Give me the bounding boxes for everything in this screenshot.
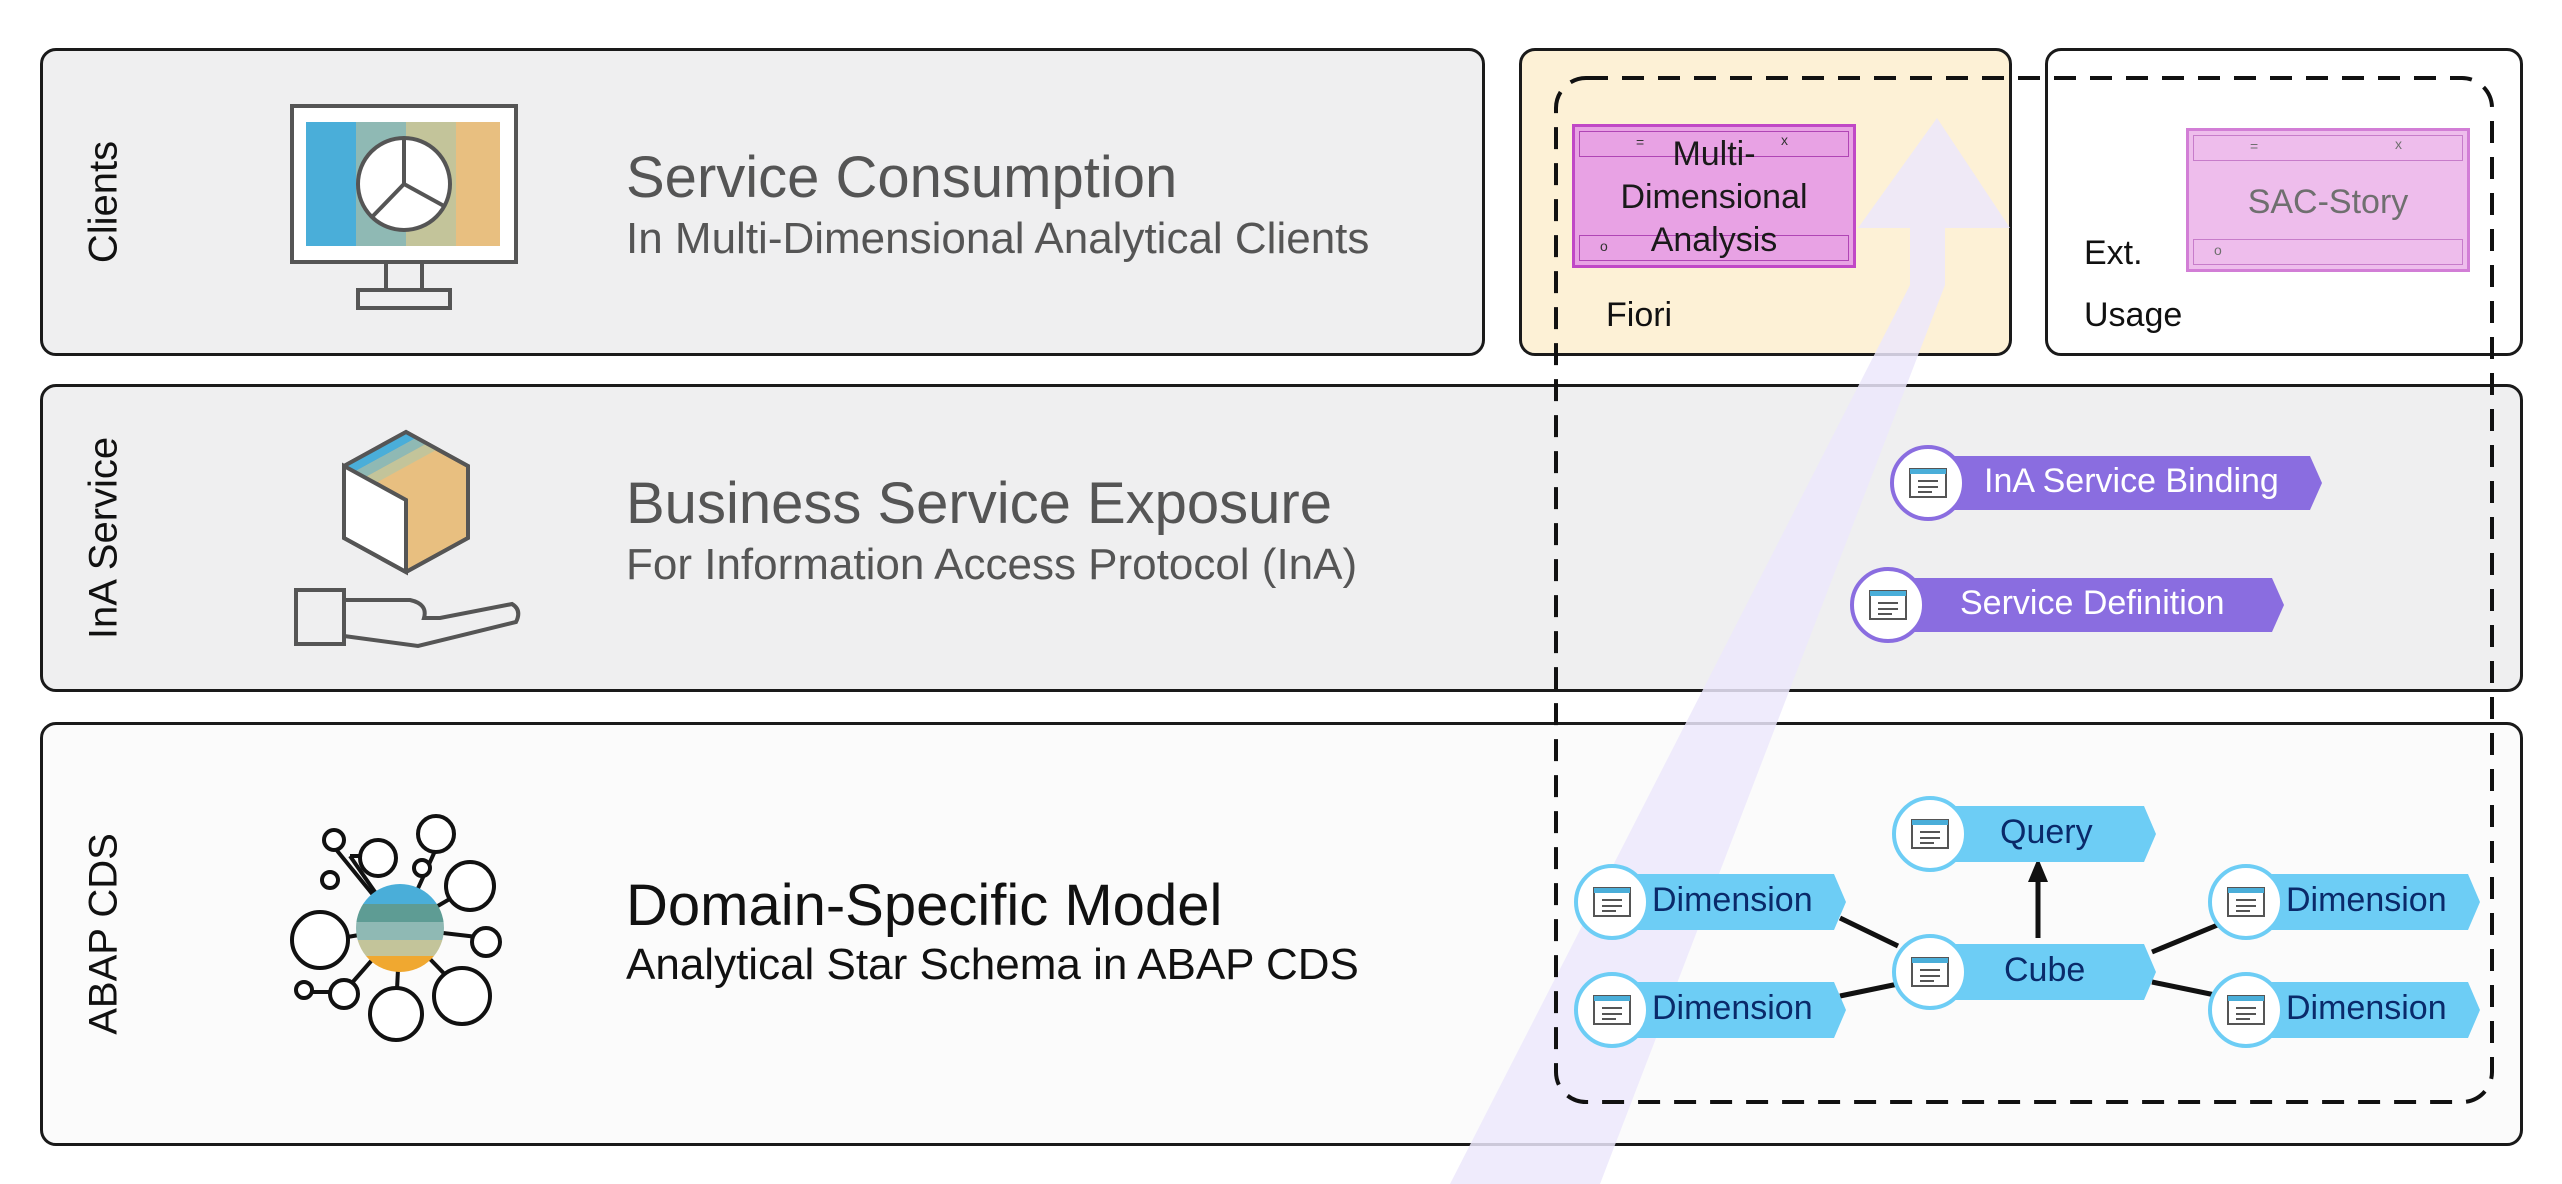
query-tag <box>1892 796 2156 872</box>
fiori-label: Fiori <box>1606 296 1673 334</box>
dimension-tag-left-top <box>1574 864 1846 940</box>
fiori-analysis-window[interactable]: = x o Multi- Dimensional Analysis <box>1572 124 1856 268</box>
window-status-icon: o <box>2214 242 2222 258</box>
window-title-bar: = x <box>2193 135 2463 161</box>
window-footer-bar: o <box>2193 239 2463 265</box>
window-status-icon: o <box>1600 238 1608 254</box>
ina-service-binding-label: InA Service Binding <box>1984 462 2279 500</box>
fiori-window-line1: Multi- <box>1672 135 1756 173</box>
window-menu-icon: = <box>2250 138 2259 154</box>
sac-story-window[interactable]: = x o SAC-Story <box>2186 128 2470 272</box>
fiori-window-line2: Dimensional <box>1620 178 1808 216</box>
cube-label: Cube <box>2004 951 2086 989</box>
service-definition-tag <box>1850 567 2284 643</box>
dimension-label: Dimension <box>1652 989 1813 1027</box>
query-label: Query <box>2000 813 2093 851</box>
window-close-icon[interactable]: x <box>2395 136 2402 152</box>
cds-subtitle: Analytical Star Schema in ABAP CDS <box>626 940 1359 989</box>
window-close-icon[interactable]: x <box>1781 132 1788 148</box>
dimension-tag-right-top <box>2208 864 2480 940</box>
dimension-label: Dimension <box>2286 989 2447 1027</box>
dimension-tag-right-bottom <box>2208 972 2480 1048</box>
cube-hand-icon <box>294 429 521 649</box>
window-title-bar: = x <box>1579 131 1849 157</box>
clients-title: Service Consumption <box>626 145 1178 210</box>
cds-title: Domain-Specific Model <box>626 873 1223 938</box>
window-menu-icon: = <box>1636 134 1645 150</box>
ina-title: Business Service Exposure <box>626 471 1332 536</box>
fiori-window-line3: Analysis <box>1650 221 1778 259</box>
window-footer-bar: o <box>1579 235 1849 261</box>
ext-label-line2: Usage <box>2084 296 2183 334</box>
ext-label-line1: Ext. <box>2084 234 2143 272</box>
dimension-label: Dimension <box>2286 881 2447 919</box>
ina-service-binding-tag <box>1890 445 2322 521</box>
ina-subtitle: For Information Access Protocol (InA) <box>626 540 1358 589</box>
clients-subtitle: In Multi-Dimensional Analytical Clients <box>626 214 1370 263</box>
dimension-tag-left-bottom <box>1574 972 1846 1048</box>
monitor-chart-icon <box>290 104 518 310</box>
sac-story-text: SAC-Story <box>2247 183 2409 221</box>
clients-layer <box>40 48 1485 356</box>
dimension-label: Dimension <box>1652 881 1813 919</box>
cube-tag <box>1892 934 2156 1010</box>
service-definition-label: Service Definition <box>1960 584 2225 622</box>
